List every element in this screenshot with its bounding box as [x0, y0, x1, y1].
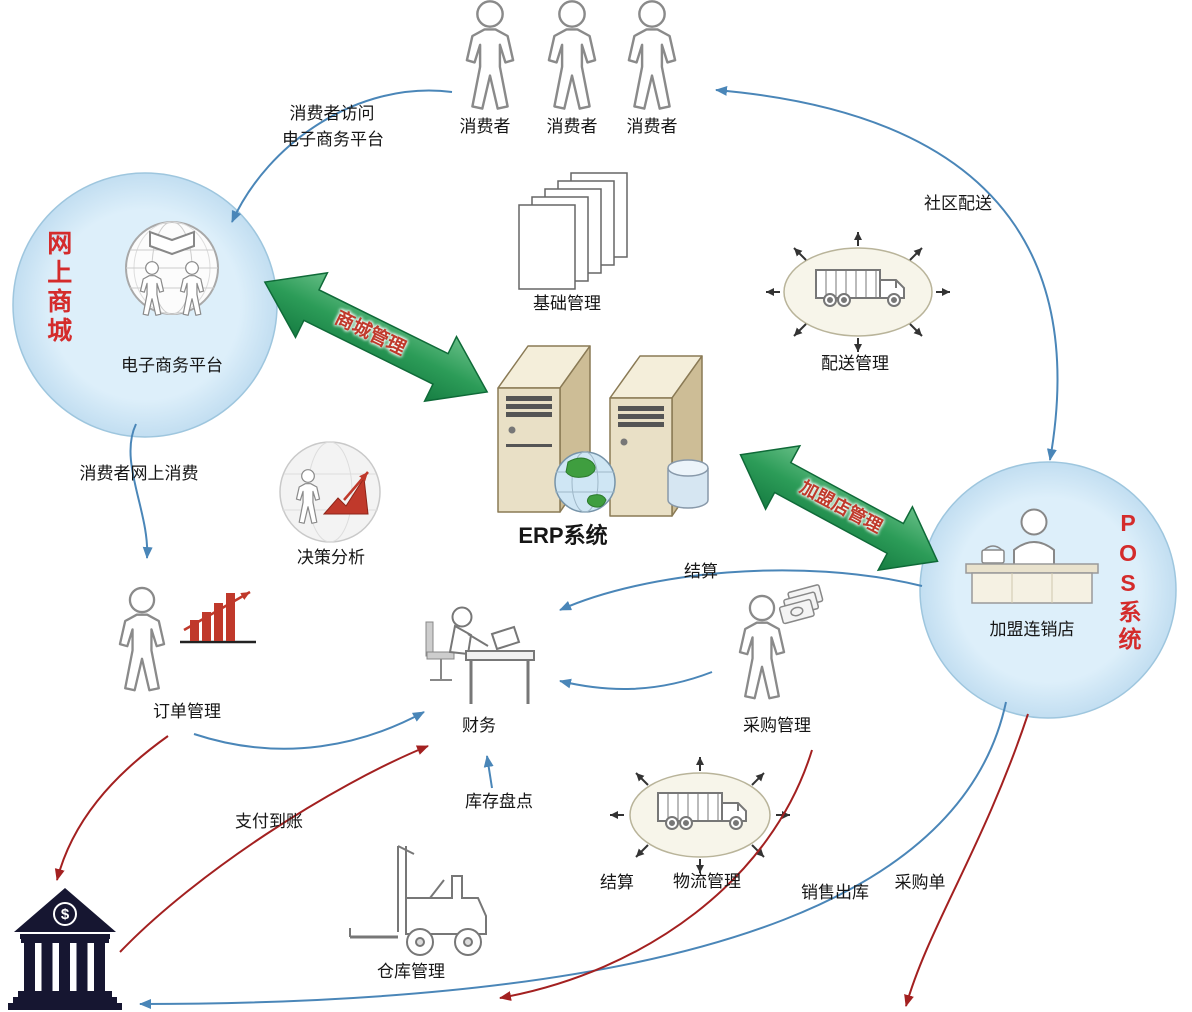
ecommerce-platform-icon: [125, 221, 219, 316]
consumer-icons: [465, 0, 677, 110]
documents-icon: [518, 172, 628, 290]
consumer-label-2: 消费者: [546, 117, 598, 136]
pos-system-title: POS系统: [1115, 510, 1142, 654]
arrow-pos-to-finance-settlement: [559, 569, 923, 611]
consumer-icon: [627, 0, 677, 110]
arrow-bank-to-finance-payment: [119, 745, 429, 953]
finance-label: 财务: [462, 716, 496, 735]
order-mgmt-label: 订单管理: [153, 702, 221, 721]
arrow-procurement-to-finance: [559, 671, 713, 691]
mall-mgmt-arrow: [263, 271, 489, 403]
arrow-mall-to-order: [129, 423, 153, 559]
erp-label: ERP系统: [518, 523, 608, 548]
consumer-access-note-line2: 电子商务平台: [282, 130, 384, 149]
inventory-check-label: 库存盘点: [465, 792, 533, 811]
consumer-access-note-line1: 消费者访问: [289, 104, 375, 123]
finance-icon: [425, 606, 535, 704]
erp-servers-icon: [497, 345, 703, 517]
franchise-store-icon: [965, 508, 1099, 604]
order-mgmt-icon: [118, 586, 256, 692]
warehouse-mgmt-label: 仓库管理: [377, 962, 445, 981]
consumer-online-spending-label: 消费者网上消费: [79, 464, 199, 483]
settlement-warehouse-label: 结算: [600, 873, 634, 892]
logistics-mgmt-label: 物流管理: [673, 872, 741, 891]
arrow-order-to-bank: [54, 735, 169, 881]
erp-database-icon: [667, 459, 709, 509]
procurement-mgmt-label: 采购管理: [743, 716, 811, 735]
franchise-store-label: 加盟连销店: [989, 620, 1075, 639]
payment-received-label: 支付到账: [235, 812, 303, 831]
ecommerce-platform-label: 电子商务平台: [121, 356, 223, 375]
sales-outbound-label: 销售出库: [801, 883, 869, 902]
logistics-truck-icon: [610, 757, 790, 873]
bank-icon: [8, 888, 122, 1010]
online-mall-title: 网上商城: [43, 230, 72, 346]
arrow-order-to-finance: [193, 711, 425, 750]
consumer-label-1: 消费者: [459, 117, 511, 136]
arrow-inventory-to-finance: [483, 755, 494, 789]
decision-analysis-label: 决策分析: [297, 548, 365, 567]
dist-mgmt-label: 配送管理: [821, 354, 889, 373]
arrow-pos-to-bank: [139, 701, 1007, 1009]
distribution-truck-icon: [766, 232, 950, 352]
arrow-community-delivery: [715, 85, 1059, 461]
decision-analysis-icon: [279, 441, 381, 543]
arrow-procurement-to-warehouse: [499, 749, 813, 1001]
consumer-label-3: 消费者: [626, 117, 678, 136]
community-delivery-label: 社区配送: [924, 194, 992, 213]
procurement-icon: [738, 584, 824, 700]
forklift-icon: [349, 845, 487, 956]
consumer-icon: [547, 0, 597, 110]
arrow-pos-sales-outbound: [904, 713, 1029, 1007]
bank-dollar-sign: $: [60, 906, 70, 923]
settlement-pos-label: 结算: [684, 562, 718, 581]
arrow-consumers-to-mall: [231, 89, 453, 223]
consumer-icon: [465, 0, 515, 110]
basic-mgmt-label: 基础管理: [533, 294, 601, 313]
erp-globe-icon: [554, 451, 616, 513]
purchase-order-label: 采购单: [894, 873, 946, 892]
